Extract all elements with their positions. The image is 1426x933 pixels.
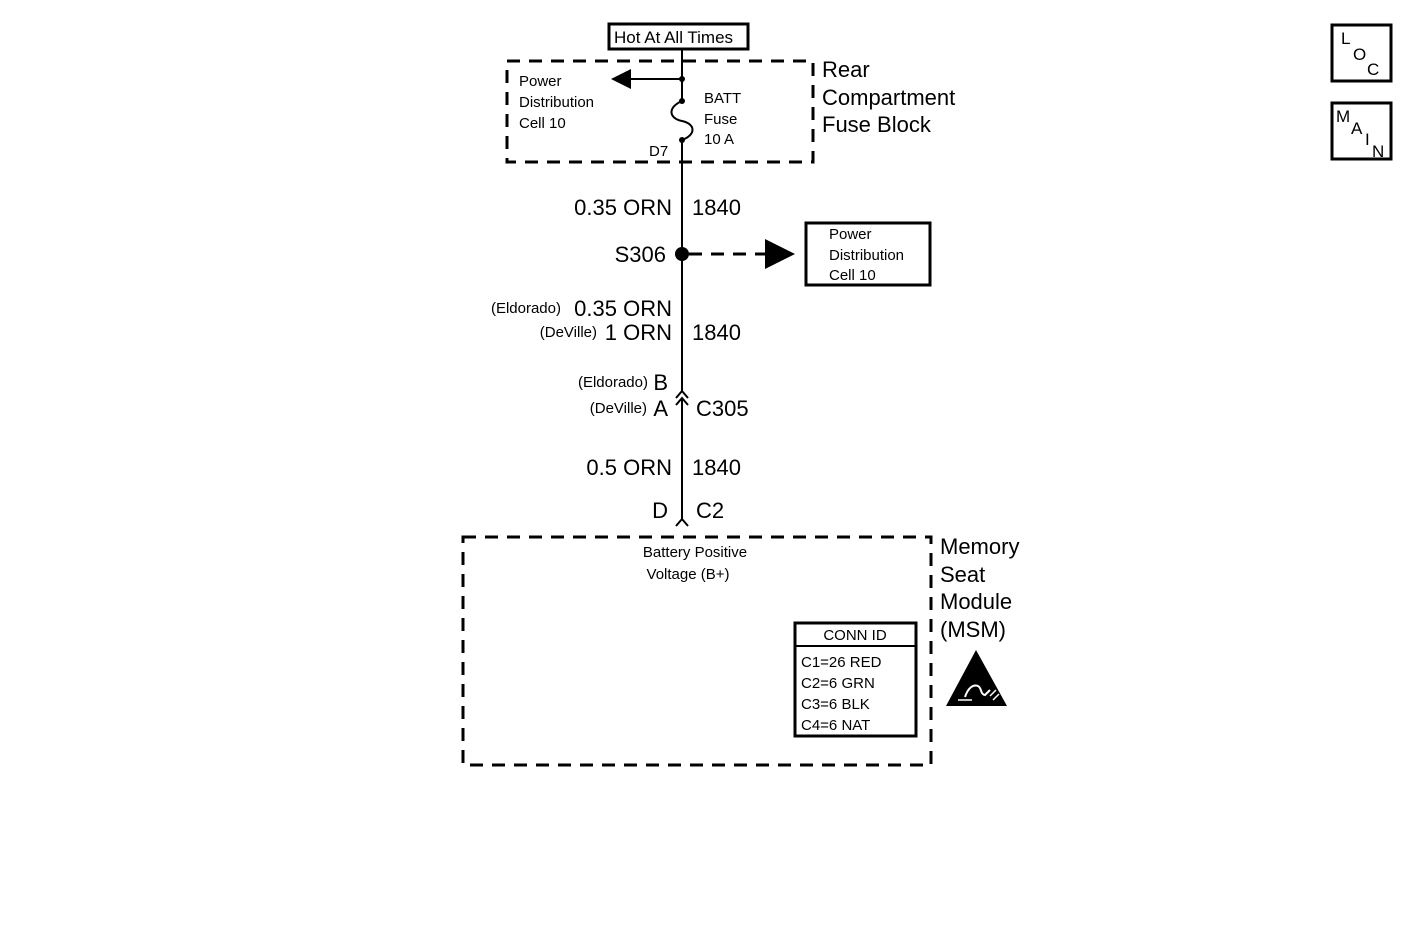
pd-ref-line3: Cell 10 [829,267,876,284]
wire2-circuit: 1840 [692,320,741,345]
main-button[interactable]: M A I N [1330,101,1393,161]
fuse-block-name-line2: Compartment [822,85,955,110]
conn-id-title: CONN ID [823,627,887,644]
conn-id-row: C1=26 RED [801,654,882,671]
wire2-deville-tag: (DeVille) [540,324,597,341]
memory-seat-module: Memory Seat Module (MSM) Battery Positiv… [461,534,1019,767]
fuse-pd-line3: Cell 10 [519,115,566,132]
wire3-gauge-color: 0.5 ORN [586,455,672,480]
module-input-line2: Voltage (B+) [647,566,730,583]
wire1-gauge-color: 0.35 ORN [574,195,672,220]
conn-id-table: CONN ID C1=26 RED C2=6 GRN C3=6 BLK C4=6… [793,621,918,738]
fuse-pd-line2: Distribution [519,94,594,111]
wire2-eldorado-gauge: 0.35 ORN [574,296,672,321]
pd-ref-line1: Power [829,226,872,243]
fuse-terminal-d7: D7 [649,143,668,160]
main-letter: A [1351,119,1363,138]
loc-letter: C [1367,60,1379,79]
main-letter: N [1372,142,1384,161]
module-name-line4: (MSM) [940,617,1006,642]
wire3-circuit: 1840 [692,455,741,480]
fuse-block-name-line1: Rear [822,57,870,82]
fuse-pd-line1: Power [519,73,562,90]
fuse-label-line2: Fuse [704,111,737,128]
fuse-label-line1: BATT [704,90,741,107]
c305-connector-upper-icon [675,389,689,399]
main-letter: M [1336,107,1350,126]
c2-pin: D [652,498,668,523]
splice-id: S306 [615,242,666,267]
c305-deville-pin: A [653,396,668,421]
conn-id-row: C4=6 NAT [801,717,870,734]
fuse-label-line3: 10 A [704,131,734,148]
hot-label: Hot At All Times [614,28,733,47]
c305-id: C305 [696,396,749,421]
fuse-block-name-line3: Fuse Block [822,112,932,137]
c2-connector-icon [675,517,689,527]
loc-letter: O [1353,45,1366,64]
hot-at-all-times-box: Hot At All Times [607,22,750,51]
conn-id-row: C3=6 BLK [801,696,870,713]
module-name-line3: Module [940,589,1012,614]
c305-deville-tag: (DeVille) [590,400,647,417]
loc-button[interactable]: L O C [1330,23,1393,83]
module-name-line2: Seat [940,562,985,587]
conn-id-row: C2=6 GRN [801,675,875,692]
wire2-eldorado-tag: (Eldorado) [491,300,561,317]
pd-ref-line2: Distribution [829,247,904,264]
splice-s306-dot [675,247,689,261]
c305-eldorado-pin: B [653,370,668,395]
power-distribution-ref-box[interactable]: Power Distribution Cell 10 [804,221,932,287]
wire1-circuit: 1840 [692,195,741,220]
rear-compartment-fuse-block: Rear Compartment Fuse Block Power Distri… [505,57,955,164]
esd-warning-icon [946,650,1007,706]
c305-connector-lower-icon [675,396,689,406]
c305-eldorado-tag: (Eldorado) [578,374,648,391]
wire2-deville-gauge: 1 ORN [605,320,672,345]
module-name-line1: Memory [940,534,1019,559]
main-letter: I [1365,130,1370,149]
loc-letter: L [1341,29,1350,48]
fuse-symbol-icon [670,100,694,141]
c2-id: C2 [696,498,724,523]
module-input-line1: Battery Positive [643,544,747,561]
